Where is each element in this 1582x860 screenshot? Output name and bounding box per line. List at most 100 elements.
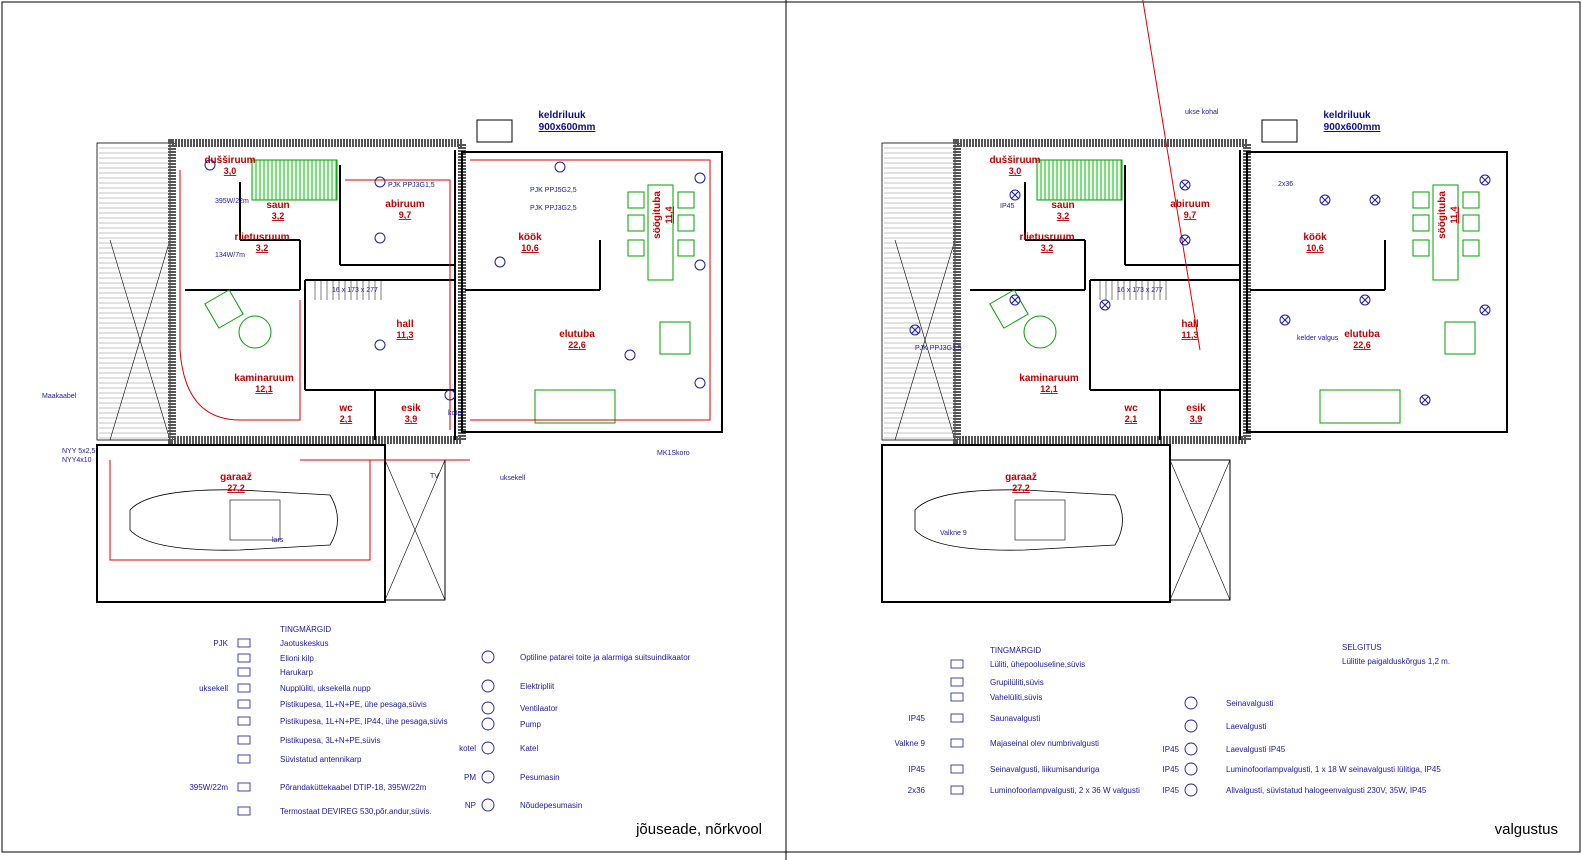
legend-item-text: Jaotuskeskus xyxy=(280,639,328,648)
house-number-light-icon xyxy=(950,738,964,748)
room-area: 9,7 xyxy=(1184,210,1197,220)
fan-icon xyxy=(481,701,495,715)
round-table xyxy=(238,315,272,349)
ceiling-light-icon xyxy=(1419,394,1431,406)
room-area: 11,3 xyxy=(1181,330,1198,340)
outlet-icon xyxy=(494,256,506,268)
socket-ip44-icon xyxy=(237,716,251,726)
room-label: riietusruum xyxy=(1019,232,1074,243)
legend-item-text: Pistikupesa, 1L+N+PE, ühe pesaga,süvis xyxy=(280,700,427,709)
legend-item-text: Majaseinal olev numbrivalgusti xyxy=(990,739,1099,748)
annotation-note: Maakaabel xyxy=(42,393,77,400)
legend-symbol-label: kotel xyxy=(459,744,476,753)
room-label: saun xyxy=(1051,200,1074,211)
antenna-box-icon xyxy=(237,754,251,764)
annotation-note: PJK PPJ3G2,5 xyxy=(530,205,577,212)
ceiling-light-icon xyxy=(1319,194,1331,206)
motion-wall-light-icon xyxy=(950,764,964,774)
ceiling-light-icon xyxy=(909,324,921,336)
wall-light-icon xyxy=(1184,696,1198,710)
room-area: 3,9 xyxy=(1190,414,1203,424)
legend-item-text: Laevalgusti xyxy=(1226,722,1267,731)
basement-hatch-size: 900x600mm xyxy=(539,122,596,133)
annotation-note: MK1Skoro xyxy=(657,450,690,457)
room-area: 3,2 xyxy=(1057,211,1070,221)
ceiling-light-cross xyxy=(1371,196,1379,204)
annotation-note: kelder valgus xyxy=(1297,335,1339,342)
room-label: garaaž xyxy=(1005,472,1037,483)
outlet-icon xyxy=(444,389,456,401)
chair xyxy=(677,191,695,209)
room-area: 12,1 xyxy=(255,384,273,394)
room-label: wc xyxy=(1123,403,1138,414)
room-label: riietusruum xyxy=(234,232,289,243)
room-area: 10,6 xyxy=(1306,243,1324,253)
legend-item-text: Laevalgusti IP45 xyxy=(1226,745,1286,754)
legend-item-text: Vahelüliti,süvis xyxy=(990,693,1042,702)
legend-item-text: Katel xyxy=(520,744,538,753)
boiler-icon xyxy=(481,741,495,755)
legend-item-text: Süvistatud antennikarp xyxy=(280,755,362,764)
ceiling-light-icon xyxy=(1479,174,1491,186)
legend-item-text: Elektripliit xyxy=(520,682,555,691)
annotation-note: ukse kohal xyxy=(1185,109,1219,116)
terrace-diagonal xyxy=(109,239,171,441)
room-label: köök xyxy=(518,232,542,243)
fluorescent-1x18-icon xyxy=(1184,762,1198,776)
sofa xyxy=(534,389,616,424)
annotation-note: 395W/22m xyxy=(215,198,249,205)
ceiling-light-icon xyxy=(1099,299,1111,311)
ceiling-light-icon xyxy=(1179,234,1191,246)
room-area: 3,2 xyxy=(272,211,285,221)
carport xyxy=(1169,459,1231,601)
room-area: 3,0 xyxy=(1009,166,1022,176)
room-label: hall xyxy=(1181,319,1198,330)
room-label: elutuba xyxy=(1344,329,1380,340)
dining-table xyxy=(1432,184,1459,281)
annotation-note: NYY 5x2,5 xyxy=(62,448,95,455)
legend-item-text: Pesumasin xyxy=(520,773,560,782)
room-label: esik xyxy=(1186,403,1206,414)
legend-item-text: Luminofoorlampvalgusti, 2 x 36 W valgust… xyxy=(990,786,1140,795)
sauna-light-icon xyxy=(950,713,964,723)
legend-item-text: Lüliti, ühepooluseline,süvis xyxy=(990,660,1085,669)
chair xyxy=(627,214,645,232)
explanation-text: Lülitite paigalduskõrgus 1,2 m. xyxy=(1342,657,1450,666)
round-table xyxy=(1023,315,1057,349)
annotation-note: PJK PPJ3G1,5 xyxy=(915,345,962,352)
outlet-icon xyxy=(694,259,706,271)
washing-machine-icon xyxy=(481,770,495,784)
chair xyxy=(1412,239,1430,257)
legend-heading: TINGMÄRGID xyxy=(990,646,1041,655)
legend-item-text: Pistikupesa, 3L+N+PE,süvis xyxy=(280,736,381,745)
ceiling-light-icon xyxy=(1479,304,1491,316)
room-area: 27,2 xyxy=(227,483,245,493)
legend-symbol-label: IP45 xyxy=(909,765,926,774)
legend-symbol-label: 395W/22m xyxy=(189,783,228,792)
room-label: wc xyxy=(338,403,353,414)
outlet-icon xyxy=(624,349,636,361)
chair xyxy=(627,191,645,209)
room-area: 22,6 xyxy=(568,340,586,350)
car-roof xyxy=(229,499,281,541)
legend-symbol-label: IP45 xyxy=(1163,765,1180,774)
annotation-note: kotel xyxy=(448,410,463,417)
pump-icon xyxy=(481,717,495,731)
room-area: 3,0 xyxy=(224,166,237,176)
thermostat-icon xyxy=(237,806,251,816)
room-label: dušširuum xyxy=(204,155,255,166)
room-area: 10,6 xyxy=(521,243,539,253)
terrace xyxy=(96,142,171,441)
legend-symbol-label: PJK xyxy=(213,639,228,648)
sheet-title-left: jõuseade, nõrkvool xyxy=(635,821,762,838)
ceiling-light-cross xyxy=(1481,176,1489,184)
car-outline xyxy=(914,489,1123,551)
room-area: 27,2 xyxy=(1012,483,1030,493)
room-area: 3,9 xyxy=(405,414,418,424)
chair xyxy=(1462,191,1480,209)
outlet-icon xyxy=(694,172,706,184)
socket-3phase-icon xyxy=(237,735,251,745)
dishwasher-icon xyxy=(481,798,495,812)
chair xyxy=(627,239,645,257)
exterior-wall-east xyxy=(461,151,723,433)
